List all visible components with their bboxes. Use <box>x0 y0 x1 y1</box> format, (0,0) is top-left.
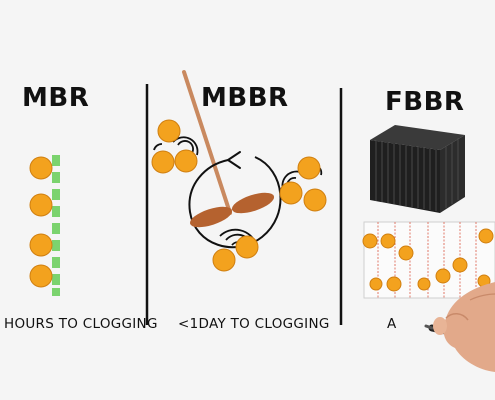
mbr-title: MBR <box>22 83 90 113</box>
biofilm-ball <box>398 245 414 261</box>
carrier-media-block-icon <box>370 125 465 213</box>
biofilm-ball <box>478 228 494 244</box>
biofilm-ball <box>212 248 236 272</box>
biofilm-ball <box>369 277 383 291</box>
mbbr-biofilm-balls <box>151 119 327 272</box>
biofilm-ball <box>417 277 431 291</box>
fbbr-biofilm-balls <box>362 228 494 292</box>
membrane-strip <box>52 155 60 296</box>
biofilm-ball <box>279 181 303 205</box>
biofilm-ball <box>452 257 468 273</box>
biofilm-ball <box>235 235 259 259</box>
mbbr-title: MBBR <box>201 83 289 113</box>
biofilm-ball <box>297 156 321 180</box>
biofilm-ball <box>29 233 53 257</box>
biofilm-ball <box>29 264 53 288</box>
mbr-biofilm-balls <box>29 156 53 288</box>
rotation-arrowhead <box>227 151 241 169</box>
fbbr-title: FBBR <box>385 87 465 117</box>
mbr-caption: HOURS TO CLOGGING <box>4 316 158 332</box>
mbbr-caption: <1DAY TO CLOGGING <box>178 316 330 332</box>
biofilm-ball <box>174 149 198 173</box>
impeller-icon <box>189 192 275 228</box>
biofilm-ball <box>362 233 378 249</box>
biofilm-ball <box>435 268 451 284</box>
fbbr-caption: A <box>387 316 397 332</box>
biofilm-ball <box>29 193 53 217</box>
biofilm-ball <box>29 156 53 180</box>
biofilm-ball <box>151 150 175 174</box>
pen-in-hand-icon <box>424 282 495 372</box>
biofilm-ball <box>386 276 402 292</box>
biofilm-ball <box>380 233 396 249</box>
biofilm-ball <box>303 188 327 212</box>
biofilm-ball <box>157 119 181 143</box>
mixer-shaft <box>182 70 232 215</box>
